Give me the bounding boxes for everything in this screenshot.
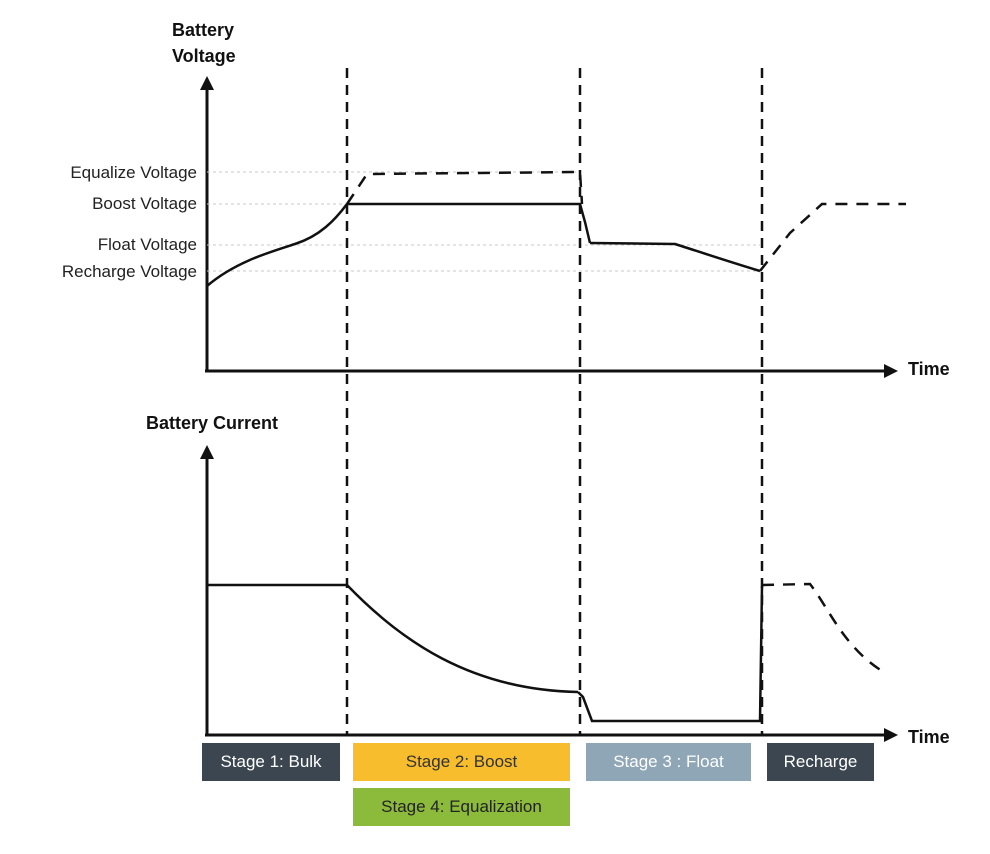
stage-3-float-box: Stage 3 : Float xyxy=(586,743,751,781)
voltage-axis-title-line2: Voltage xyxy=(172,46,236,66)
current-boost-curve xyxy=(346,584,579,694)
current-float-curve xyxy=(577,585,764,723)
current-x-axis-label: Time xyxy=(908,727,950,747)
voltage-float-curve xyxy=(589,241,761,273)
recharge-box: Recharge xyxy=(767,743,874,781)
equalize-voltage-label: Equalize Voltage xyxy=(70,163,197,182)
voltage-boost-curve xyxy=(347,202,592,244)
voltage-y-arrow-icon xyxy=(200,76,214,90)
float-voltage-label: Float Voltage xyxy=(98,235,197,254)
recharge-label: Recharge xyxy=(783,752,858,771)
voltage-equalize-curve xyxy=(345,170,584,205)
current-y-arrow-icon xyxy=(200,445,214,459)
stage-1-bulk-box: Stage 1: Bulk xyxy=(202,743,340,781)
voltage-x-axis-label: Time xyxy=(908,359,950,379)
current-axis-title: Battery Current xyxy=(146,413,278,433)
voltage-x-arrow-icon xyxy=(884,364,898,378)
voltage-axis-title-line1: Battery xyxy=(172,20,234,40)
stage-2-boost-label: Stage 2: Boost xyxy=(405,752,518,771)
stage-4-equalization-box: Stage 4: Equalization xyxy=(353,788,570,826)
boost-voltage-label: Boost Voltage xyxy=(92,194,197,213)
voltage-bulk-curve xyxy=(206,203,348,287)
stage-1-bulk-label: Stage 1: Bulk xyxy=(220,752,322,771)
stage-3-float-label: Stage 3 : Float xyxy=(613,752,724,771)
current-x-arrow-icon xyxy=(884,728,898,742)
recharge-voltage-label: Recharge Voltage xyxy=(62,262,197,281)
stage-4-equalization-label: Stage 4: Equalization xyxy=(381,797,542,816)
stage-2-boost-box: Stage 2: Boost xyxy=(353,743,570,781)
voltage-recharge-curve xyxy=(759,202,906,272)
current-recharge-curve xyxy=(761,582,888,676)
